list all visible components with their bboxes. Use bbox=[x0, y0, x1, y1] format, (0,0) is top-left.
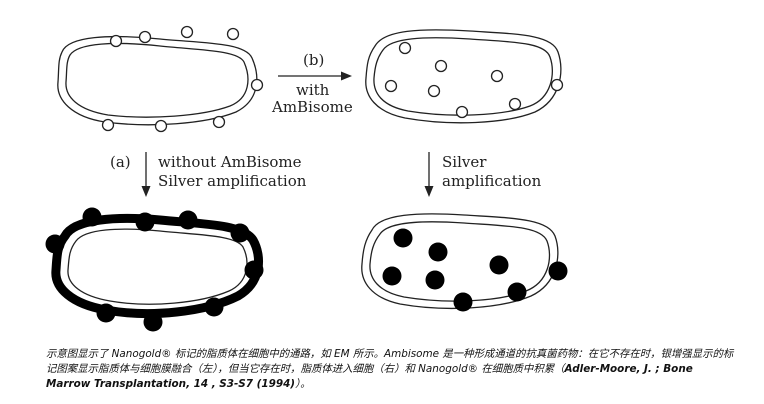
surface-silver-deposits-bottom-left bbox=[45, 207, 264, 332]
label-silver-amplification-left: Silver amplification bbox=[158, 172, 307, 190]
gold-label bbox=[250, 78, 264, 92]
cell-top-left-inner-membrane bbox=[65, 42, 249, 118]
cell-bottom-right bbox=[361, 213, 568, 312]
arrow-right-down: Silver amplification bbox=[424, 152, 542, 197]
cell-bottom-left-stained-membrane bbox=[51, 213, 263, 318]
liposome bbox=[384, 79, 398, 93]
silver-deposit bbox=[143, 312, 163, 332]
label-without-ambisome: without AmBisome bbox=[158, 153, 302, 171]
silver-deposit bbox=[135, 212, 155, 232]
cell-top-right-inner-membrane bbox=[373, 37, 553, 116]
silver-deposit bbox=[393, 228, 413, 248]
silver-deposit bbox=[230, 223, 250, 243]
label-amplification: amplification bbox=[442, 172, 542, 190]
silver-deposit bbox=[453, 292, 473, 312]
arrow-a-head bbox=[141, 186, 151, 197]
silver-deposit bbox=[425, 270, 445, 290]
silver-deposit bbox=[178, 210, 198, 230]
internal-liposomes-top-right bbox=[384, 41, 564, 119]
liposome bbox=[455, 105, 469, 119]
liposome bbox=[550, 78, 564, 92]
liposome-pathway-diagram: (b) with AmBisome (a) without AmBisome S… bbox=[45, 25, 568, 332]
arrow-right-head bbox=[424, 186, 434, 197]
silver-deposit bbox=[382, 266, 402, 286]
liposome bbox=[490, 69, 504, 83]
arrow-b-head bbox=[341, 71, 352, 81]
gold-label bbox=[138, 30, 152, 44]
label-b: (b) bbox=[303, 51, 324, 69]
silver-deposit bbox=[82, 207, 102, 227]
internal-silver-deposits-bottom-right bbox=[382, 228, 568, 312]
liposome bbox=[434, 59, 448, 73]
cell-bottom-left bbox=[45, 207, 264, 332]
arrow-b: (b) with AmBisome bbox=[271, 51, 353, 116]
silver-deposit bbox=[244, 260, 264, 280]
figure-caption: 示意图显示了 Nanogold® 标记的脂质体在细胞中的通路，如 EM 所示。A… bbox=[46, 347, 736, 392]
cell-top-right-outer-membrane bbox=[365, 29, 562, 124]
cell-top-right bbox=[365, 29, 564, 124]
gold-label bbox=[101, 118, 115, 132]
surface-gold-labels-top-left bbox=[101, 25, 264, 133]
silver-deposit bbox=[507, 282, 527, 302]
liposome bbox=[427, 84, 441, 98]
cell-top-left-outer-membrane bbox=[57, 35, 258, 126]
silver-deposit bbox=[489, 255, 509, 275]
gold-label bbox=[154, 119, 168, 133]
cell-top-left bbox=[57, 25, 264, 133]
gold-label bbox=[226, 27, 240, 41]
gold-label bbox=[109, 34, 123, 48]
gold-label bbox=[180, 25, 194, 39]
gold-label bbox=[212, 115, 226, 129]
silver-deposit bbox=[548, 261, 568, 281]
silver-deposit bbox=[428, 242, 448, 262]
arrow-a: (a) without AmBisome Silver amplificatio… bbox=[110, 152, 307, 197]
caption-closing: ）。 bbox=[295, 378, 311, 390]
cell-bottom-left-inner-membrane bbox=[67, 228, 248, 305]
label-ambisome: AmBisome bbox=[271, 98, 353, 116]
silver-deposit bbox=[204, 297, 224, 317]
caption-text: 示意图显示了 Nanogold® 标记的脂质体在细胞中的通路，如 EM 所示。A… bbox=[46, 348, 734, 375]
cell-bottom-right-outer-membrane bbox=[361, 213, 559, 310]
caption-reference: Adler-Moore, J. ; Bone Marrow Transplant… bbox=[46, 363, 693, 390]
label-silver: Silver bbox=[442, 153, 487, 171]
silver-deposit bbox=[96, 303, 116, 323]
label-a: (a) bbox=[110, 153, 131, 171]
label-with: with bbox=[296, 81, 330, 99]
liposome bbox=[398, 41, 412, 55]
liposome bbox=[508, 97, 522, 111]
silver-deposit bbox=[45, 234, 65, 254]
